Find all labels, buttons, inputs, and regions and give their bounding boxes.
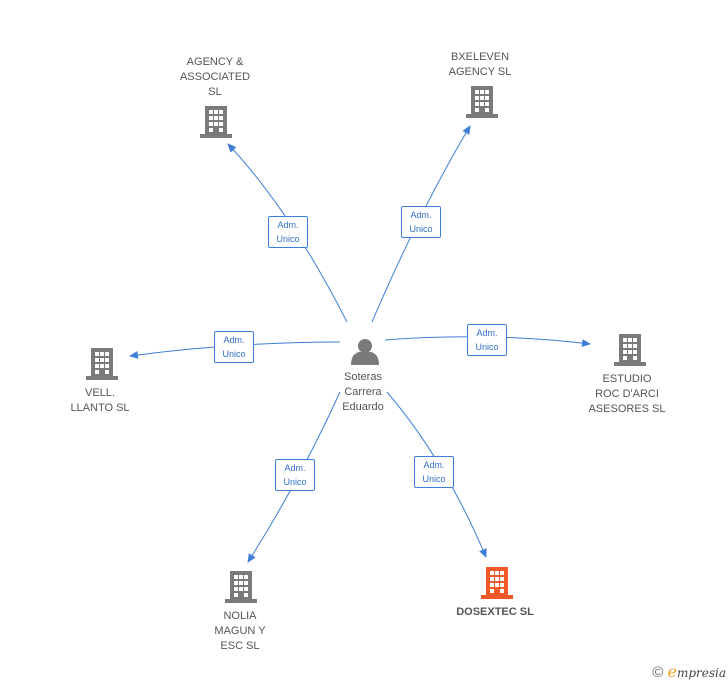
building-icon[interactable]: [200, 106, 232, 138]
edge-label-vell-llanto[interactable]: Adm. Unico: [214, 331, 254, 363]
copyright-icon: ©: [652, 664, 664, 681]
company-label-estudio-roc[interactable]: ESTUDIO ROC D'ARCI ASESORES SL: [588, 373, 666, 415]
edge-label-dosextec[interactable]: Adm. Unico: [414, 456, 454, 488]
brand-logo-letter: e: [667, 662, 677, 681]
building-icon[interactable]: [466, 86, 498, 118]
company-label-nolia-magun[interactable]: NOLIA MAGUN Y ESC SL: [214, 610, 266, 652]
building-icon[interactable]: [86, 348, 118, 380]
footer-brand: ©empresia: [652, 662, 726, 681]
edge-label-agency-associated[interactable]: Adm. Unico: [268, 216, 308, 248]
building-icon[interactable]: [225, 571, 257, 603]
brand-name: mpresia: [676, 666, 726, 680]
person-name[interactable]: Soteras Carrera Eduardo: [342, 371, 384, 413]
edge-label-nolia-magun[interactable]: Adm. Unico: [275, 459, 315, 491]
edge-label-bxeleven-agency[interactable]: Adm. Unico: [401, 206, 441, 238]
edge-label-estudio-roc[interactable]: Adm. Unico: [467, 324, 507, 356]
company-label-dosextec[interactable]: DOSEXTEC SL: [456, 606, 534, 618]
company-label-agency-associated[interactable]: AGENCY & ASSOCIATED SL: [179, 56, 251, 98]
building-icon[interactable]: [481, 567, 513, 599]
company-label-bxeleven-agency[interactable]: BXELEVEN AGENCY SL: [448, 51, 512, 78]
company-label-vell-llanto[interactable]: VELL. LLANTO SL: [70, 387, 130, 414]
building-icon[interactable]: [614, 334, 646, 366]
person-icon[interactable]: [351, 339, 379, 365]
